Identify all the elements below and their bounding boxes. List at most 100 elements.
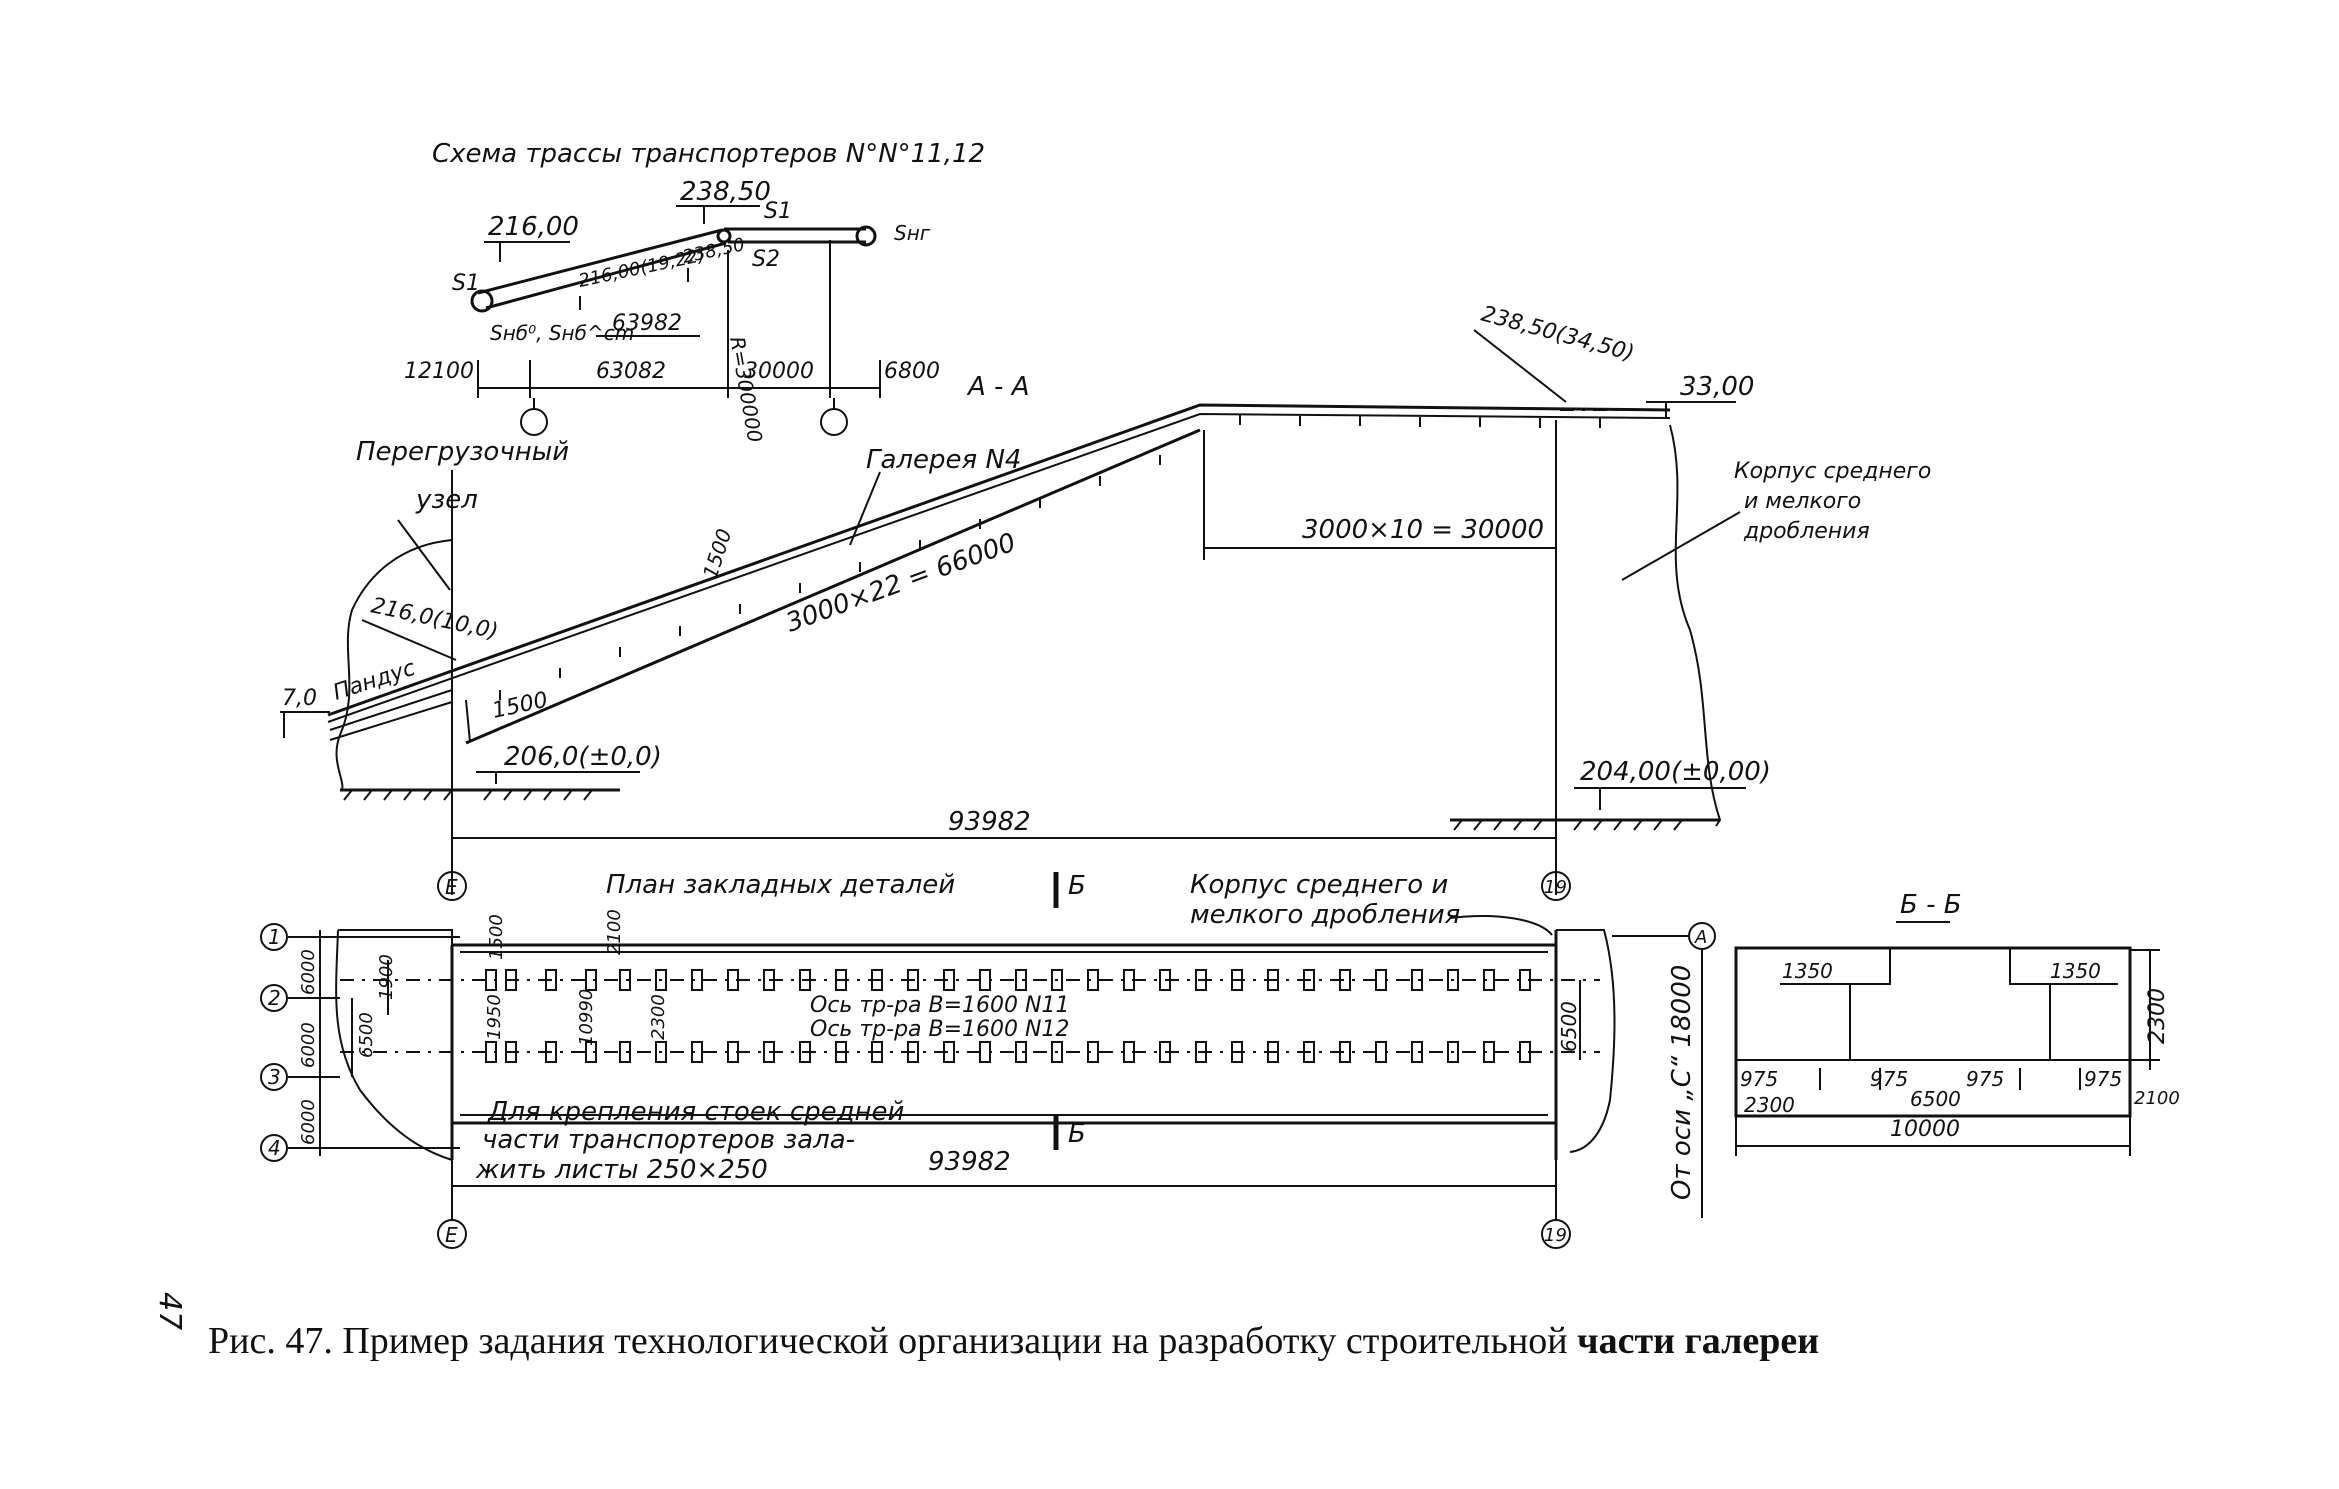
elev-206-leader — [476, 771, 640, 784]
dim-10000: 10000 — [1890, 1117, 1960, 1142]
section-aa-label: А - А — [966, 372, 1029, 402]
route-scheme: Схема трассы транспортеров N°N°11,12 238… — [404, 139, 985, 444]
ground-left-hatch — [343, 789, 593, 801]
building-leader — [1621, 511, 1741, 581]
dim-975-b: 975 — [1870, 1067, 1908, 1091]
gallery-leader — [849, 471, 881, 546]
elev-204-leader — [1574, 787, 1746, 810]
elev-206: 206,0(±0,0) — [504, 742, 662, 772]
axis-e-bottom: Е — [445, 1223, 458, 1247]
transfer-node-label-2: узел — [415, 485, 478, 515]
dim-1350-left: 1350 — [1782, 959, 1833, 983]
scheme-elev-left-leader — [484, 241, 570, 262]
plan-dim-total-line — [451, 1160, 1557, 1220]
axis-3: 3 — [268, 1065, 281, 1089]
scheme-belt-incline — [477, 228, 727, 310]
plan-gallery-outline — [450, 930, 1558, 1160]
dim-10990: 10990 — [576, 989, 597, 1046]
scheme-dim-6800: 6800 — [884, 359, 940, 384]
dim-10000-line — [1735, 1116, 2131, 1156]
section-mark-bottom: Б — [1068, 1119, 1086, 1149]
note-2: части транспортеров зала- — [482, 1125, 855, 1155]
dim-slope: 3000×22 = 66000 — [782, 528, 1020, 639]
axis-19-circle-bottom — [1541, 1219, 1571, 1249]
caption-regular: Рис. 47. Пример задания технологической … — [208, 1320, 1568, 1362]
elev-33: 33,00 — [1680, 372, 1754, 402]
plan-building-1: Корпус среднего и — [1190, 870, 1448, 900]
dim-975-a: 975 — [1740, 1067, 1778, 1091]
scheme-elev-top: 238,50 — [680, 177, 771, 207]
elev-7: 7,0 — [282, 686, 317, 711]
section-bb-label: Б - Б — [1900, 890, 1962, 920]
scheme-drum-left — [470, 289, 494, 313]
transfer-node-leader — [397, 519, 451, 591]
section-mark-top: Б — [1068, 871, 1086, 901]
scheme-axis-circle-right — [820, 408, 848, 436]
note-1: Для крепления стоек средней — [487, 1097, 904, 1127]
scheme-s1-top: S1 — [764, 199, 792, 224]
dim-1950: 1950 — [484, 994, 505, 1040]
from-axis: От оси „С“ 18000 — [1667, 965, 1697, 1200]
conveyor-12-label: Ось тр-ра В=1600 N12 — [810, 1017, 1070, 1042]
building-label-2: и мелкого — [1744, 489, 1861, 514]
caption-bold: части галереи — [1577, 1320, 1819, 1362]
ground-right-hatch — [1453, 819, 1683, 831]
scheme-s1-left: S1 — [452, 271, 480, 296]
plan-right-end — [1556, 929, 1616, 1153]
scheme-belt-horizontal — [724, 227, 866, 244]
gallery-label: Галерея N4 — [866, 445, 1021, 475]
dim-6000-c: 6000 — [298, 1099, 319, 1145]
scheme-axis-circle-left — [520, 408, 548, 436]
axis-e-circle-bottom — [437, 1219, 467, 1249]
dim-1500: 1500 — [486, 914, 507, 960]
scheme-dim-12100: 12100 — [404, 359, 474, 384]
dim-2300-right-line — [2130, 949, 2160, 1070]
plan-left-dim-lines — [288, 930, 460, 1156]
dim-2100: 2100 — [604, 909, 625, 955]
dim-horizontal: 3000×10 = 30000 — [1302, 515, 1544, 545]
elev-216: 216,0(10,0) — [369, 593, 501, 644]
axis-1: 1 — [268, 925, 281, 949]
scheme-elev-left: 216,00 — [488, 212, 579, 242]
dim-975-d: 975 — [2084, 1067, 2122, 1091]
elev-216-leader — [361, 619, 457, 661]
scheme-title: Схема трассы транспортеров N°N°11,12 — [432, 139, 985, 169]
dim-6500-left: 6500 — [356, 1012, 377, 1058]
scheme-s2: S2 — [752, 247, 780, 272]
axis-4: 4 — [268, 1136, 281, 1160]
dim-1350-right: 1350 — [2050, 959, 2101, 983]
building-label-3: дробления — [1743, 519, 1870, 544]
gallery-incline-bottom — [465, 428, 1201, 745]
section-aa: А - А Перегрузочный узел Галерея N4 3000… — [280, 302, 1931, 895]
plan-title: План закладных деталей — [606, 870, 955, 900]
dim-2300-right: 2300 — [2145, 988, 2170, 1044]
gallery-support-marks — [499, 415, 1601, 700]
scheme-dim-30000: 30000 — [744, 359, 814, 384]
plates-row-12 — [485, 1041, 1531, 1063]
axis-e-top: Е — [445, 875, 458, 899]
dim-6000-b: 6000 — [298, 1022, 319, 1068]
dim-6000-a: 6000 — [298, 949, 319, 995]
page-number: 47 — [152, 1292, 187, 1330]
transfer-node-outline — [335, 539, 453, 791]
scheme-drum-bend — [716, 228, 732, 244]
plan-building-2: мелкого дробления — [1190, 900, 1460, 930]
plates-row-11 — [485, 969, 1531, 991]
elev-238: 238,50(34,50) — [1478, 302, 1636, 367]
plan-embedded-parts: Е 19 План закладных деталей Б Корпус сре… — [260, 870, 1716, 1249]
plan-axis-circles — [260, 923, 288, 1162]
gallery-incline-top — [327, 403, 1671, 717]
dim-975-c: 975 — [1966, 1067, 2004, 1091]
scheme-small-elev-ticks — [579, 268, 689, 310]
scheme-dim-chain — [477, 240, 881, 398]
dim-1900: 1900 — [376, 954, 397, 1000]
dim-2100-bb: 2100 — [2134, 1088, 2180, 1109]
plan-transfer-node — [335, 929, 453, 1161]
elev-204: 204,00(±0,00) — [1580, 757, 1771, 787]
axis-2: 2 — [268, 986, 281, 1010]
scheme-drum-right — [855, 225, 877, 247]
conveyor-11-label: Ось тр-ра В=1600 N11 — [810, 993, 1070, 1018]
transfer-node-label-1: Перегрузочный — [356, 437, 569, 467]
scheme-dim-63082: 63082 — [596, 359, 666, 384]
